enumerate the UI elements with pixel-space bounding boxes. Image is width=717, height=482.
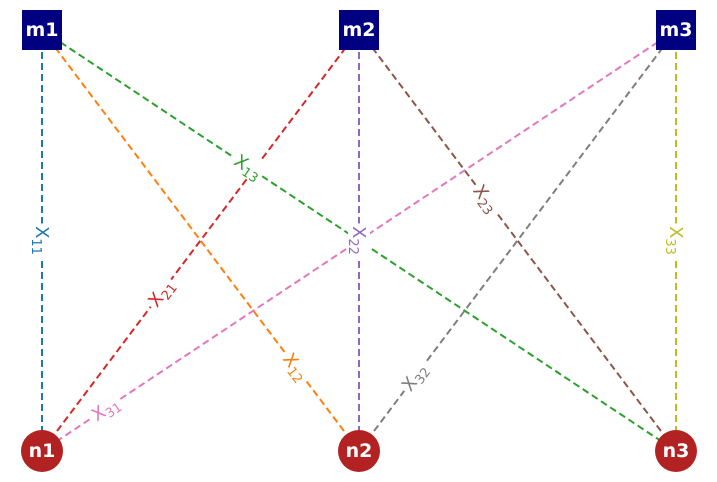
sink-node-circle bbox=[338, 430, 380, 472]
edge-label-background bbox=[141, 272, 180, 314]
edge-label-subscript: 22 bbox=[346, 238, 361, 255]
edge-label-main: X bbox=[666, 226, 687, 238]
edge-label-background bbox=[85, 390, 126, 428]
sink-node-circle bbox=[21, 430, 63, 472]
edge-label-background bbox=[348, 223, 370, 258]
edge-label-text: X11 bbox=[29, 226, 53, 255]
edge-label-background bbox=[395, 357, 434, 398]
sink-node-n3: n3 bbox=[655, 430, 697, 472]
edge-label-background bbox=[31, 223, 53, 258]
edge-label-background bbox=[665, 223, 687, 258]
source-node-square bbox=[339, 10, 379, 50]
edge-label-main: X bbox=[32, 226, 53, 238]
sink-node-n2: n2 bbox=[338, 430, 380, 472]
edge-label-32: X32 bbox=[395, 357, 434, 398]
edge-label-22: X22 bbox=[346, 223, 370, 258]
sink-node-label: n2 bbox=[346, 440, 373, 462]
sink-node-circle bbox=[655, 430, 697, 472]
edge-label-text: X33 bbox=[663, 226, 687, 255]
edge-label-12: X12 bbox=[276, 346, 315, 387]
source-node-label: m2 bbox=[342, 19, 375, 41]
sink-node-label: n3 bbox=[663, 440, 690, 462]
edge-label-23: X23 bbox=[466, 178, 505, 219]
edge-label-33: X33 bbox=[663, 223, 687, 258]
edge-label-13: X13 bbox=[227, 148, 269, 186]
source-node-m2: m2 bbox=[339, 10, 379, 50]
source-node-square bbox=[656, 10, 696, 50]
source-node-square bbox=[22, 10, 62, 50]
sink-node-n1: n1 bbox=[21, 430, 63, 472]
edge-label-11: X11 bbox=[29, 223, 53, 258]
edge-label-subscript: 33 bbox=[663, 238, 678, 255]
source-node-label: m1 bbox=[25, 19, 58, 41]
sink-node-label: n1 bbox=[29, 440, 56, 462]
nodes-layer: m1 m2 m3 n1 n2 n3 bbox=[21, 10, 697, 472]
edge-label-text: X22 bbox=[346, 226, 370, 255]
edge-label-21: X21 bbox=[141, 272, 180, 314]
source-node-label: m3 bbox=[659, 19, 692, 41]
source-node-m1: m1 bbox=[22, 10, 62, 50]
edge-label-subscript: 11 bbox=[29, 238, 44, 255]
edge-label-background bbox=[466, 178, 505, 219]
edge-label-background bbox=[227, 148, 269, 186]
edge-label-main: X bbox=[349, 226, 370, 238]
edge-label-background bbox=[276, 346, 315, 387]
source-node-m3: m3 bbox=[656, 10, 696, 50]
edge-label-31: X31 bbox=[85, 390, 126, 428]
